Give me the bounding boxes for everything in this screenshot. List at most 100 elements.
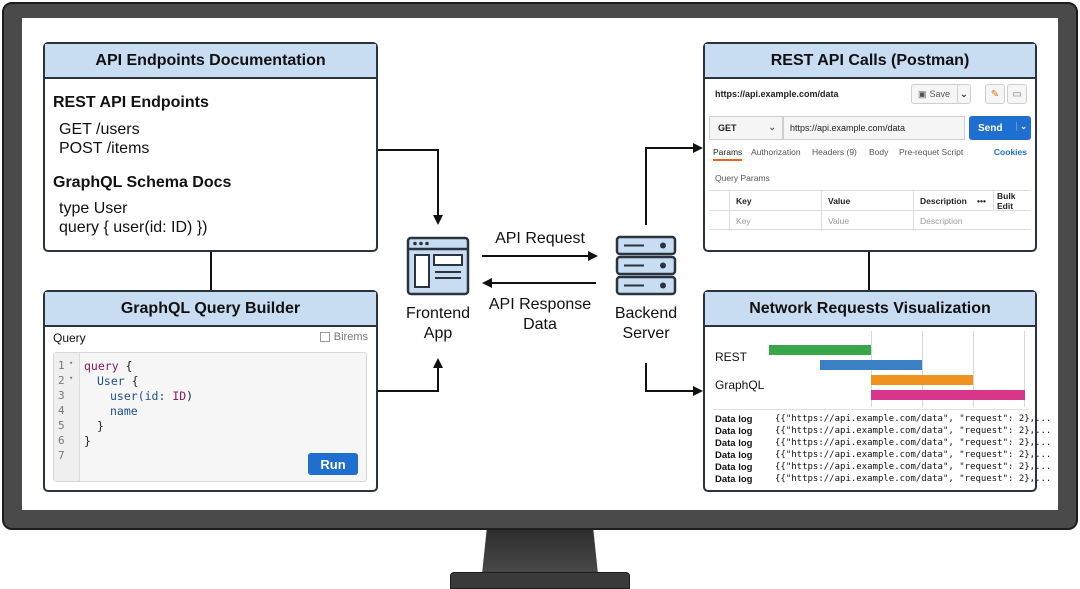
code-token: name: [110, 404, 138, 418]
code-token: query: [84, 359, 119, 373]
monitor-stand-base: [450, 572, 630, 589]
send-button[interactable]: Send ⌄: [969, 116, 1031, 140]
timeline-gridline: [973, 331, 974, 407]
fold-arrow-icon[interactable]: ▾: [69, 374, 74, 382]
column-header-description: Description: [913, 191, 971, 211]
api-response-label: API Response Data: [488, 296, 592, 333]
description-input[interactable]: Description: [913, 211, 1031, 231]
timeline-bar: [871, 390, 1025, 400]
checkbox-label: Birems: [333, 331, 368, 343]
tab-headers[interactable]: Headers (9): [812, 147, 857, 157]
timeline-chart: [769, 331, 1025, 407]
more-options-icon[interactable]: •••: [977, 196, 986, 206]
send-label: Send: [978, 122, 1003, 134]
log-name: Data log: [715, 474, 753, 485]
query-params-table: Key Value Description ••• Bulk Edit Key …: [709, 190, 1031, 231]
request-tabs: Params Authorization Headers (9) Body Pr…: [713, 147, 1029, 163]
graphql-query-builder-panel: GraphQL Query Builder Query Birems 1 2 3…: [43, 290, 378, 492]
url-input[interactable]: https://api.example.com/data: [783, 116, 965, 140]
save-dropdown-icon[interactable]: ⌄: [957, 84, 971, 104]
table-cell: [709, 211, 729, 231]
code-line-3: user(id: ID): [110, 389, 193, 403]
option-checkbox[interactable]: Birems: [319, 331, 368, 343]
chevron-down-icon: ⌄: [768, 122, 776, 132]
table-cell: [709, 191, 729, 211]
fold-arrow-icon[interactable]: ▾: [69, 359, 74, 367]
backend-to-postman-arrow: [645, 143, 703, 225]
chevron-down-icon[interactable]: ⌄: [1016, 122, 1027, 131]
timeline-gridline: [922, 331, 923, 407]
log-entry: {{"https://api.example.com/data", "reque…: [775, 462, 1052, 472]
checkbox-box[interactable]: [319, 332, 330, 342]
graphql-docs-heading: GraphQL Schema Docs: [53, 174, 232, 191]
timeline-bar: [871, 375, 973, 385]
code-token: User: [97, 374, 125, 388]
tab-authorization[interactable]: Authorization: [751, 147, 801, 157]
timeline-bar: [769, 345, 871, 355]
method-value: GET: [718, 123, 737, 133]
graphql-query-user: query { user(id: ID) }): [59, 219, 208, 236]
code-line-4: name: [110, 404, 138, 418]
cookies-link[interactable]: Cookies: [993, 147, 1027, 157]
api-request-label: API Request: [495, 230, 585, 247]
edit-icon[interactable]: ✎: [985, 84, 1005, 104]
code-line-5: }: [97, 419, 104, 433]
api-docs-panel: API Endpoints Documentation REST API End…: [43, 42, 378, 252]
query-label: Query: [53, 331, 86, 345]
rest-endpoint-post-items: POST /items: [59, 140, 150, 157]
code-token: {: [118, 359, 133, 373]
log-entry: {{"https://api.example.com/data", "reque…: [775, 426, 1052, 436]
postman-title: REST API Calls (Postman): [705, 44, 1035, 79]
server-icon: [615, 235, 677, 296]
frontend-app-label: Frontend App: [405, 305, 471, 342]
tab-pre-request-script[interactable]: Pre-requet Script: [899, 147, 964, 157]
data-log-list: Data log {{"https://api.example.com/data"…: [705, 292, 1052, 490]
log-name: Data log: [715, 462, 753, 473]
tab-body[interactable]: Body: [869, 147, 889, 157]
tab-params[interactable]: Params: [713, 147, 743, 161]
code-token: ID: [172, 389, 187, 403]
monitor-stand-neck: [482, 530, 598, 574]
run-button[interactable]: Run: [308, 453, 358, 475]
log-entry: {{"https://api.example.com/data", "reque…: [775, 414, 1052, 424]
diagram-connectors: [210, 143, 870, 396]
save-icon: ▣: [918, 88, 927, 99]
request-tab-title[interactable]: https://api.example.com/data: [715, 89, 839, 99]
value-input[interactable]: Value: [821, 211, 913, 231]
screen: Frontend App Backend Server API Request …: [22, 18, 1058, 510]
save-button[interactable]: ▣ Save: [911, 84, 969, 104]
code-token: user(id:: [110, 389, 173, 403]
line-number: 3: [58, 389, 65, 402]
graphql-type-user: type User: [59, 200, 128, 217]
log-entry: {{"https://api.example.com/data", "reque…: [775, 438, 1052, 448]
line-number: 6: [58, 434, 65, 447]
code-line-6: }: [84, 434, 91, 448]
code-token: }: [84, 434, 91, 448]
row-label-graphql: GraphQL: [715, 378, 765, 392]
method-select[interactable]: GET ⌄: [709, 116, 783, 140]
rest-endpoint-get-users: GET /users: [59, 121, 140, 138]
line-number: 7: [58, 449, 65, 462]
code-token: }: [97, 419, 104, 433]
line-number: 5: [58, 419, 65, 432]
comment-icon[interactable]: ▭: [1007, 84, 1027, 104]
code-line-2: User {: [97, 374, 139, 388]
network-viz-title: Network Requests Visualization: [705, 292, 1035, 327]
api-docs-title: API Endpoints Documentation: [45, 44, 376, 79]
line-number: 1: [58, 359, 65, 372]
timeline-gridline: [1024, 331, 1025, 407]
key-input[interactable]: Key: [729, 211, 821, 231]
line-number: 2: [58, 374, 65, 387]
log-entry: {{"https://api.example.com/data", "reque…: [775, 450, 1052, 460]
network-viz-panel: Network Requests Visualization REST Grap…: [703, 290, 1052, 492]
bulk-edit-link[interactable]: Bulk Edit: [993, 191, 1031, 211]
query-toolbar: Query Birems: [45, 327, 376, 349]
code-token: ): [186, 389, 194, 403]
table-header-row: Key Value Description ••• Bulk Edit: [709, 190, 1031, 211]
browser-window-icon: [406, 236, 470, 296]
timeline-bar: [820, 360, 922, 370]
column-header-key: Key: [729, 191, 821, 211]
doc-to-frontend-arrow: [378, 149, 443, 225]
query-editor[interactable]: 1 2 3 4 5 6 7 ▾ ▾ query { User { user(id…: [53, 352, 367, 482]
